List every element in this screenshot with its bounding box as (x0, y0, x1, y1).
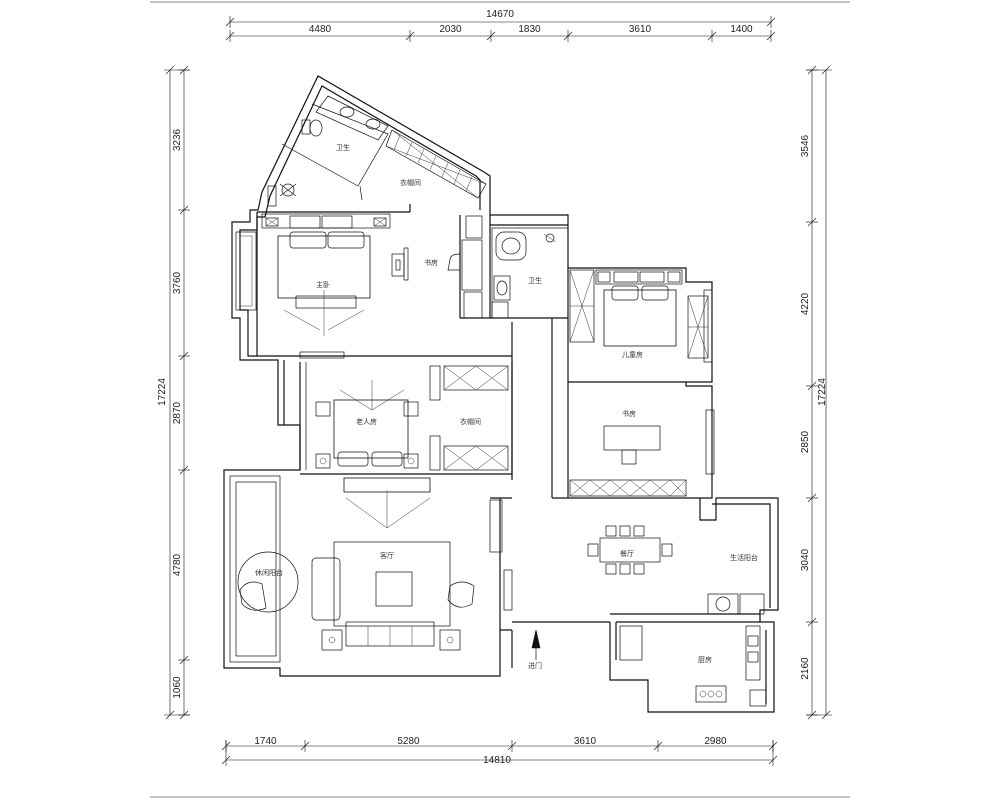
walkin-closet-mid-label: 衣帽间 (460, 417, 481, 426)
right-total-dimension: 17224 (817, 378, 828, 406)
guest-bedroom: 老人房 (315, 365, 441, 471)
study-top: 书房 (391, 215, 483, 319)
walkin-closet-mid: 衣帽间 (443, 365, 509, 471)
left-segments-label: 1060 (172, 676, 183, 699)
exterior-walls (223, 75, 779, 713)
bath-top-shower (267, 183, 297, 207)
bath-top-label: 卫生 (336, 143, 350, 152)
right-segments-label: 3040 (800, 548, 811, 571)
left-segments-label: 3760 (172, 271, 183, 294)
living-room-label: 客厅 (380, 551, 394, 560)
bedroom-right-label: 儿童房 (622, 350, 643, 359)
left-total-dimension: 17224 (157, 378, 168, 406)
bottom-segments-label: 2980 (704, 736, 727, 747)
bottom-total-dimension: 14810 (483, 755, 511, 766)
bath-mid-label: 卫生 (528, 276, 542, 285)
walkin-closet-top: 衣帽间 (385, 129, 487, 199)
master-bedroom: 主卧 (235, 213, 391, 359)
right-segments-label: 2160 (800, 657, 811, 680)
living-balcony: 生活阳台 (707, 553, 765, 615)
left-dimension-chain: 3236 3760 2870 4780 1060 17224 (157, 65, 190, 720)
leisure-balcony-label: 休闲阳台 (255, 568, 283, 577)
kitchen: 厨房 (619, 625, 767, 707)
bottom-segments-label: 1740 (254, 736, 277, 747)
top-segments-label: 1830 (518, 24, 541, 35)
master-bedroom-label: 主卧 (316, 280, 330, 289)
left-segments-label: 2870 (172, 401, 183, 424)
top-segments-label: 3610 (629, 24, 652, 35)
kitchen-label: 厨房 (698, 655, 712, 664)
bath-top: 卫生 (301, 95, 389, 152)
study-right: 书房 (569, 409, 715, 497)
interior-walls (256, 103, 760, 660)
bottom-segments-label: 3610 (574, 736, 597, 747)
right-segments-label: 3546 (800, 134, 811, 157)
living-room: 客厅 (311, 477, 513, 651)
guest-bedroom-label: 老人房 (356, 417, 377, 426)
top-segments-label: 4480 (309, 24, 332, 35)
top-dimension-chain: 14670 4480 2030 1830 3610 1400 (225, 9, 776, 42)
right-dimension-chain: 3546 4220 2850 3040 2160 17224 (800, 65, 832, 720)
entrance-label: 进门 (528, 661, 542, 670)
bedroom-right: 儿童房 (569, 269, 713, 363)
bottom-dimension-chain: 1740 5280 3610 2980 14810 (221, 736, 778, 766)
bottom-segments-label: 5280 (397, 736, 420, 747)
entrance: 进门 (528, 629, 542, 670)
right-segments-label: 2850 (800, 430, 811, 453)
living-balcony-label: 生活阳台 (730, 553, 758, 562)
dining-room-label: 餐厅 (620, 549, 634, 558)
top-total-dimension: 14670 (486, 9, 514, 20)
bath-mid: 卫生 (491, 227, 569, 319)
top-segments-label: 1400 (730, 24, 753, 35)
left-segments-label: 3236 (172, 128, 183, 151)
leisure-balcony: 休闲阳台 (237, 551, 299, 613)
dining-room: 餐厅 (587, 525, 673, 575)
right-segments-label: 4220 (800, 292, 811, 315)
left-segments-label: 4780 (172, 553, 183, 576)
walkin-closet-top-label: 衣帽间 (400, 178, 421, 187)
study-top-label: 书房 (424, 258, 438, 267)
study-right-label: 书房 (622, 409, 636, 418)
top-segments-label: 2030 (439, 24, 462, 35)
